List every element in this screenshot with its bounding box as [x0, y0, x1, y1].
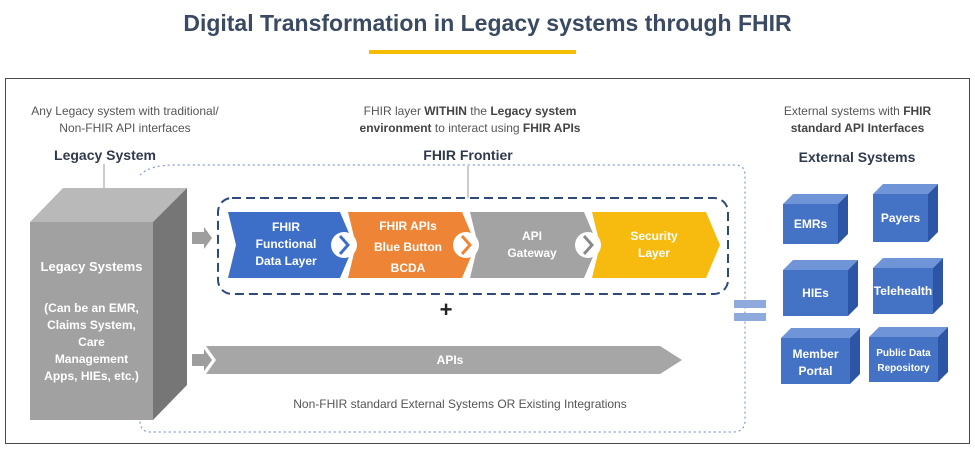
- apis-caption: Non-FHIR standard External Systems OR Ex…: [293, 397, 627, 411]
- fhir-boundary-dotted: [139, 164, 746, 433]
- fhir-container: [217, 197, 729, 295]
- fhir-step-4: Security Layer: [630, 229, 678, 260]
- fhir-step-3: API Gateway: [507, 229, 557, 260]
- fhir-step-shape-1: [228, 212, 354, 278]
- external-cube-shapes: [781, 184, 948, 384]
- fhir-step-shape-4: [592, 212, 720, 278]
- legacy-desc-line: Apps, HIEs, etc.): [44, 369, 139, 383]
- fhir-note-line1: FHIR layer WITHIN the Legacy system: [363, 104, 577, 118]
- external-payers: Payers: [880, 211, 921, 225]
- apis-label: APIs: [436, 353, 464, 367]
- legacy-heading: Legacy System: [54, 147, 156, 163]
- fhir-step-2: FHIR APIs Blue Button BCDA: [374, 219, 442, 275]
- external-note-line2: standard API Interfaces: [790, 121, 925, 135]
- fhir-step-shape-2: [348, 212, 476, 278]
- chevron-connector-3: [575, 232, 601, 258]
- external-hies: HIEs: [802, 286, 829, 300]
- fhir-heading: FHIR Frontier: [423, 147, 513, 163]
- page-title: Digital Transformation in Legacy systems…: [183, 10, 792, 36]
- external-heading: External Systems: [798, 149, 916, 165]
- equals-sign: [734, 300, 766, 321]
- plus-sign: +: [439, 297, 453, 322]
- external-telehealth: Telehealth: [873, 284, 933, 298]
- fhir-note: FHIR layer WITHIN the Legacy system envi…: [300, 103, 640, 137]
- legacy-cube: [30, 188, 187, 420]
- apis-arrow: [206, 346, 682, 374]
- external-public-data-repository: Public Data Repository: [876, 348, 931, 374]
- chevron-connector-1: [331, 232, 357, 258]
- external-note: External systems with FHIR standard API …: [755, 103, 960, 137]
- title-underline: [369, 50, 576, 54]
- diagram-frame: [5, 78, 970, 444]
- external-member-portal: Member Portal: [792, 347, 839, 378]
- legacy-note-line1: Any Legacy system with traditional/: [31, 104, 219, 118]
- legacy-desc-line: (Can be an EMR,: [44, 301, 139, 315]
- legacy-note-line2: Non-FHIR API interfaces: [59, 121, 191, 135]
- external-emrs: EMRs: [793, 217, 828, 231]
- chevron-connector-2: [453, 232, 479, 258]
- legacy-note: Any Legacy system with traditional/ Non-…: [10, 103, 240, 137]
- fhir-step-shape-3: [470, 212, 598, 278]
- legacy-desc-line: Claims System,: [47, 318, 136, 332]
- arrow-to-fhir: [192, 227, 212, 249]
- arrow-to-apis: [192, 349, 212, 371]
- legacy-desc-line: Management: [54, 352, 129, 366]
- legacy-box-title: Legacy Systems: [40, 259, 143, 274]
- fhir-note-line2: environment to interact using FHIR APIs: [359, 121, 581, 135]
- external-note-line1: External systems with FHIR: [783, 104, 932, 118]
- legacy-desc-line: Care: [78, 335, 105, 349]
- fhir-step-1: FHIR Functional Data Layer: [255, 220, 317, 268]
- legacy-box-desc: (Can be an EMR, Claims System, Care Mana…: [30, 300, 153, 385]
